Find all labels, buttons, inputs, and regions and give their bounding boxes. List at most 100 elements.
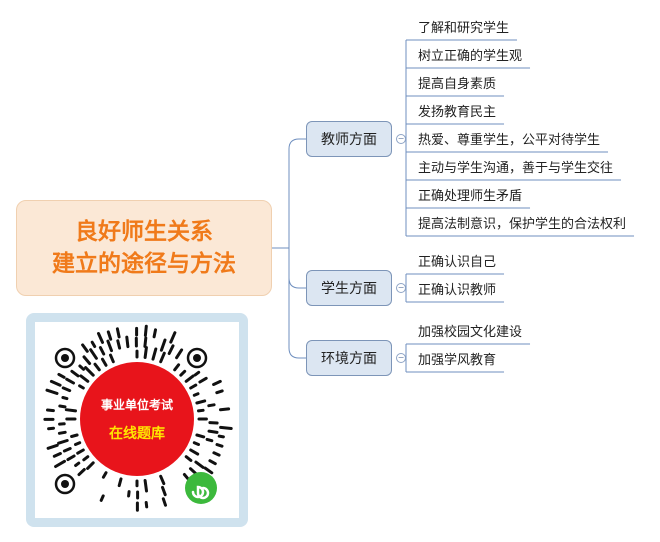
leaf-item[interactable]: 主动与学生沟通，善于与学生交往 xyxy=(418,161,614,176)
qr-code-pattern: 事业单位考试 在线题库 xyxy=(43,324,233,512)
qr-dot xyxy=(152,328,157,339)
qr-dot xyxy=(52,452,62,458)
branch-environment[interactable]: 环境方面 xyxy=(306,340,392,376)
qr-dot xyxy=(101,471,108,479)
leaf-item[interactable]: 提高法制意识，保护学生的合法权利 xyxy=(418,217,627,232)
root-topic-line2: 建立的途径与方法 xyxy=(52,251,236,277)
qr-dot xyxy=(101,357,108,367)
qr-dot xyxy=(189,448,200,456)
qr-dot xyxy=(144,501,149,509)
collapse-icon[interactable]: − xyxy=(396,353,406,363)
qr-dot xyxy=(106,339,113,353)
collapse-icon[interactable]: − xyxy=(396,283,406,293)
leaf-item[interactable]: 正确认识自己 xyxy=(418,255,497,270)
qr-dot xyxy=(45,388,59,395)
leaf-item[interactable]: 发扬教育民主 xyxy=(418,105,497,120)
leaf-item[interactable]: 正确处理师生矛盾 xyxy=(418,189,523,204)
qr-text-line1: 事业单位考试 xyxy=(101,397,173,412)
qr-dot xyxy=(161,485,167,497)
qr-dot xyxy=(115,327,121,339)
leaf-item[interactable]: 加强校园文化建设 xyxy=(418,325,523,340)
qr-dot xyxy=(106,330,113,341)
qr-dot xyxy=(117,477,123,488)
qr-dot xyxy=(76,448,85,455)
qr-dot xyxy=(159,338,167,352)
qr-dot xyxy=(77,468,86,477)
qr-dot xyxy=(151,347,158,361)
qr-dot xyxy=(159,474,166,486)
qr-dot xyxy=(66,454,76,462)
qr-dot xyxy=(47,426,55,431)
qr-code[interactable]: 事业单位考试 在线题库 xyxy=(35,322,239,518)
branch-student[interactable]: 学生方面 xyxy=(306,270,392,306)
qr-dot xyxy=(205,437,214,443)
qr-dot xyxy=(143,336,148,348)
qr-dot xyxy=(217,434,225,439)
qr-dot xyxy=(84,366,95,377)
qr-text-line2: 在线题库 xyxy=(109,425,165,442)
qr-dot xyxy=(54,459,66,468)
qr-dot xyxy=(159,351,166,364)
qr-dot xyxy=(189,383,198,390)
qr-dot xyxy=(78,364,85,371)
qr-dot xyxy=(86,461,95,470)
qr-dot xyxy=(179,369,187,377)
qr-dot xyxy=(89,348,98,360)
qr-dot xyxy=(169,331,177,344)
qr-dot xyxy=(203,466,214,475)
qr-dot xyxy=(212,379,222,386)
qr-dot xyxy=(61,396,69,401)
qr-dot xyxy=(46,443,59,450)
leaf-item[interactable]: 加强学风教育 xyxy=(418,353,497,368)
qr-dot xyxy=(207,429,219,434)
qr-dot xyxy=(62,447,72,453)
leaf-item[interactable]: 热爱、尊重学生，公平对待学生 xyxy=(418,133,601,148)
qr-dot xyxy=(46,408,55,413)
qr-dot xyxy=(215,443,224,448)
branch-teacher[interactable]: 教师方面 xyxy=(306,121,392,157)
qr-dot xyxy=(93,362,101,372)
branch-connector xyxy=(288,347,306,359)
qr-dot xyxy=(184,455,193,462)
qr-code-frame: 事业单位考试 在线题库 xyxy=(26,313,248,527)
qr-dot xyxy=(184,374,195,383)
qr-dot xyxy=(195,399,207,405)
qr-dot xyxy=(57,430,67,435)
root-topic[interactable]: 良好师生关系 建立的途径与方法 xyxy=(16,200,272,296)
leaf-item[interactable]: 提高自身素质 xyxy=(418,77,497,92)
qr-dot xyxy=(57,439,69,445)
qr-dot xyxy=(49,379,62,387)
qr-dot xyxy=(58,404,67,409)
leaf-item[interactable]: 树立正确的学生观 xyxy=(418,49,523,64)
root-topic-line1: 良好师生关系 xyxy=(75,219,213,245)
qr-dot xyxy=(192,441,200,446)
qr-dot xyxy=(219,407,231,412)
qr-dot xyxy=(99,494,105,502)
qr-dot xyxy=(97,332,104,344)
qr-dot xyxy=(197,408,205,413)
qr-dot xyxy=(208,459,217,466)
leaf-item[interactable]: 了解和研究学生 xyxy=(418,21,510,36)
qr-dot xyxy=(127,490,131,498)
qr-dot xyxy=(143,479,148,493)
qr-finder-icon xyxy=(54,347,208,495)
qr-dot xyxy=(90,340,97,348)
leaf-item[interactable]: 正确认识教师 xyxy=(418,283,497,298)
qr-dot xyxy=(70,433,79,438)
qr-dot xyxy=(81,343,89,353)
qr-dot xyxy=(167,344,175,355)
branch-connector xyxy=(288,277,306,289)
qr-dot xyxy=(74,461,81,467)
qr-dot xyxy=(215,389,224,395)
qr-dot xyxy=(79,374,90,383)
qr-dot xyxy=(125,335,130,349)
collapse-icon[interactable]: − xyxy=(396,134,406,144)
qr-dot xyxy=(219,425,233,430)
qr-dot xyxy=(212,451,221,457)
qr-dot xyxy=(207,403,216,408)
qr-dot xyxy=(143,346,148,359)
qr-dot xyxy=(198,376,208,384)
qr-dot xyxy=(74,441,82,446)
qr-dot xyxy=(82,355,92,365)
